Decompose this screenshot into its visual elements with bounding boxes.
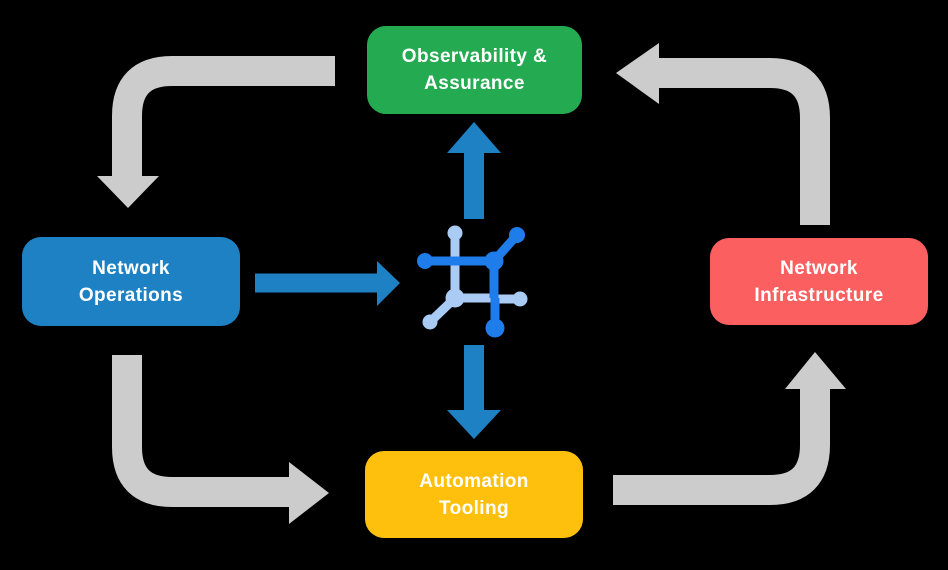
arrowhead-up-icon [447,122,501,153]
arrow-shaft [112,56,335,177]
arrow-operations-to-automation [112,355,329,524]
arrow-center-to-observability [447,122,501,219]
icon-node-dot [509,227,525,243]
arrow-shaft [659,58,830,225]
icon-node-dot [484,251,504,271]
arrowhead-down-icon [97,176,159,208]
arrowhead-up-icon [785,352,846,389]
node-network-operations: Network Operations [22,237,240,326]
node-observability-assurance: Observability & Assurance [367,26,582,114]
connected-network-mesh-icon [417,225,528,338]
node-label-line: Observability & [401,46,548,67]
node-label-line: Tooling [439,497,509,519]
arrow-center-to-automation [447,345,501,439]
node-label-line: Automation [419,470,529,492]
icon-node-dot [447,225,463,241]
arrowhead-right-icon [377,261,400,306]
icon-node-dot [422,314,438,330]
node-network-infrastructure: Network Infrastructure [710,238,928,325]
icon-node-dot [417,253,433,269]
arrowhead-left-icon [616,43,659,104]
icon-node-dot [445,288,465,308]
arrow-observability-to-operations [97,56,335,208]
node-label-line: Network [780,257,858,279]
node-label-line: Network [92,257,170,279]
node-label-line: Assurance [424,73,525,94]
node-label-line: Infrastructure [754,284,884,306]
node-automation-tooling: Automation Tooling [365,451,583,538]
arrow-operations-to-center [255,261,400,306]
icon-node-dot [512,291,528,307]
arrowhead-down-icon [447,410,501,439]
arrowhead-right-icon [289,462,329,524]
icon-node-dot [485,318,505,338]
arrow-automation-to-infrastructure [613,352,846,505]
arrow-shaft [613,389,830,505]
arrow-infrastructure-to-observability [616,43,830,225]
node-label-line: Operations [78,284,184,306]
arrow-shaft [112,355,289,507]
